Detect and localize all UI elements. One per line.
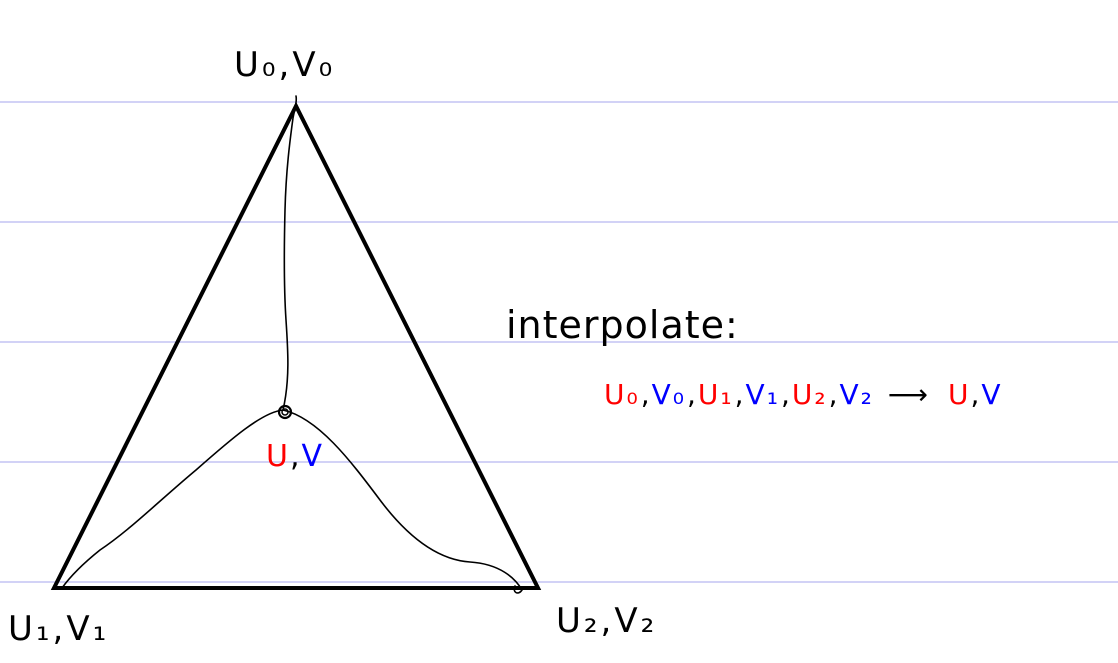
interior-sep: , — [290, 439, 302, 474]
vertex-label-bottom-right: U₂,V₂ — [556, 601, 657, 641]
vertex-label-top: U₀,V₀ — [234, 45, 335, 85]
equation-input-u: U₀ — [604, 378, 640, 411]
equation-input-v: V₂ — [839, 378, 873, 411]
vertex-label-bottom-left: U₁,V₁ — [8, 609, 109, 649]
interior-point — [277, 404, 293, 420]
output-v-label: V — [981, 378, 1002, 411]
equation-separator: , — [735, 378, 746, 411]
equation-separator: , — [641, 378, 652, 411]
equation-input-v: V₀ — [652, 378, 686, 411]
interpolate-title: interpolate: — [506, 303, 739, 347]
interior-v-label: V — [302, 439, 325, 474]
equation-separator: , — [687, 378, 698, 411]
arrow-icon: ⟶ — [888, 378, 930, 411]
equation-input-u: U₂ — [792, 378, 828, 411]
interpolate-equation: U₀,V₀,U₁,V₁,U₂,V₂⟶U,V — [604, 378, 1003, 411]
ruled-lines — [0, 101, 1118, 583]
curve-to-bottom-right-vertex — [282, 409, 523, 594]
interior-u-label: U — [266, 439, 290, 474]
equation-input-v: V₁ — [746, 378, 780, 411]
curve-to-top-vertex — [282, 95, 298, 411]
output-sep: , — [971, 378, 982, 411]
triangle — [50, 101, 542, 590]
interior-point-label: U,V — [266, 439, 324, 474]
curve-to-bottom-left-vertex — [61, 409, 284, 589]
vertex-connections — [61, 95, 523, 594]
equation-separator: , — [781, 378, 792, 411]
equation-input-u: U₁ — [698, 378, 734, 411]
equation-separator: , — [829, 378, 840, 411]
output-u-label: U — [948, 378, 971, 411]
